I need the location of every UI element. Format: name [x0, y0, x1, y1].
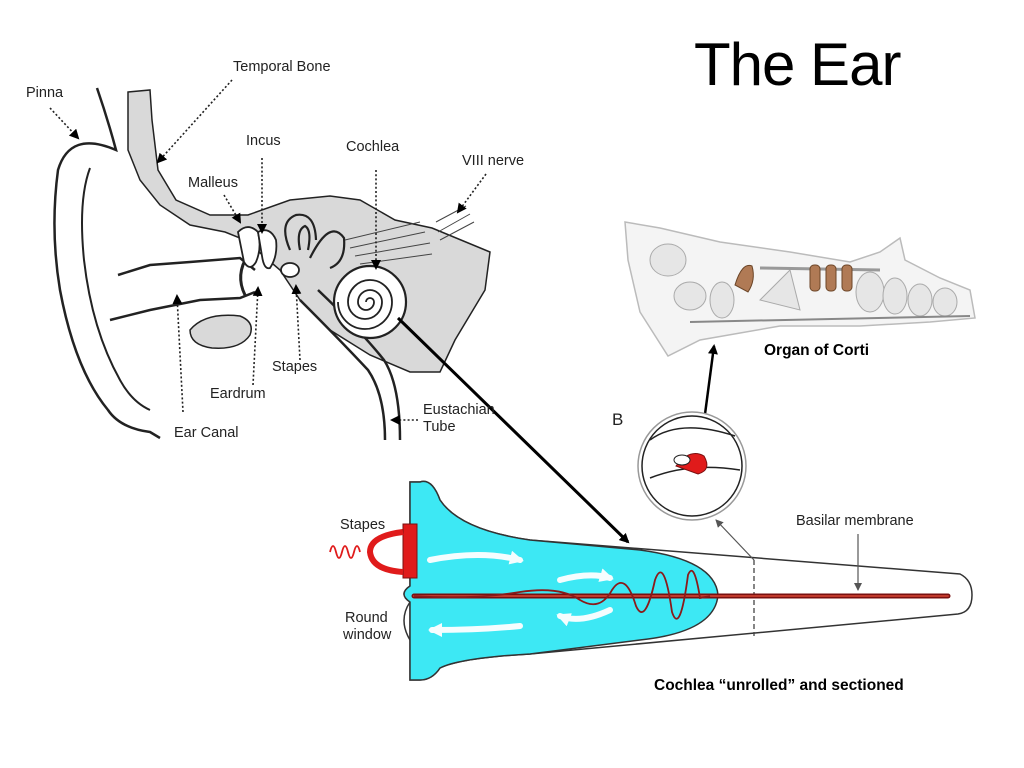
unrolled-stapes-footplate — [402, 523, 418, 579]
pinna-shape — [53, 87, 161, 440]
slide-title: The Ear — [694, 31, 901, 98]
label-window: window — [343, 627, 392, 643]
label-stapes: Stapes — [272, 359, 318, 375]
incus-shape — [257, 229, 278, 270]
organ-of-corti-figure — [624, 221, 976, 357]
label-pinna: Pinna — [26, 85, 64, 101]
semicircular-canals-shape — [284, 213, 346, 270]
label-temporal-bone: Temporal Bone — [233, 59, 331, 75]
label-ear-canal: Ear Canal — [174, 425, 239, 441]
pinna-inner-shape — [81, 167, 151, 411]
anatomy-leader-lines — [49, 79, 487, 425]
cochlea-spiral-shape — [337, 279, 393, 330]
label-round: Round — [345, 610, 388, 626]
cochlea-outer-shape — [332, 264, 408, 340]
cochlea-cross-section — [637, 411, 747, 521]
ear-canal-shape — [109, 256, 256, 322]
label-viii-nerve: VIII nerve — [462, 153, 525, 169]
viii-nerve-fibers — [344, 205, 475, 265]
caption-cochlea-unrolled: Cochlea “unrolled” and sectioned — [654, 677, 904, 694]
fluid-flow-arrows — [427, 550, 614, 637]
section-leader-arrow — [715, 519, 755, 561]
unrolled-stapes-arch — [366, 529, 404, 575]
label-basilar-membrane: Basilar membrane — [796, 513, 914, 529]
hair-cells — [734, 264, 853, 293]
label-cochlea: Cochlea — [346, 139, 400, 155]
round-window-shape — [403, 601, 411, 641]
ear-anatomy — [49, 79, 491, 441]
label-malleus: Malleus — [188, 175, 238, 191]
malleus-shape — [237, 226, 261, 268]
stapes-shape — [280, 262, 300, 278]
label-eustachian: Eustachian — [423, 402, 495, 418]
unrolled-cochlea — [329, 480, 973, 681]
traveling-wave — [413, 569, 711, 620]
corti-basilar-line — [689, 315, 971, 323]
label-unrolled-stapes: Stapes — [340, 517, 386, 533]
arrow-to-unrolled — [396, 316, 630, 544]
corti-support-cells — [649, 243, 958, 319]
bone-fragment-shape — [189, 314, 252, 349]
sound-wave-icon — [329, 545, 361, 559]
label-incus: Incus — [246, 133, 281, 149]
label-eardrum: Eardrum — [210, 386, 266, 402]
caption-organ-of-corti: Organ of Corti — [764, 342, 870, 359]
label-eustachian-tube: Tube — [423, 419, 456, 435]
panel-letter-b: B — [612, 410, 624, 429]
